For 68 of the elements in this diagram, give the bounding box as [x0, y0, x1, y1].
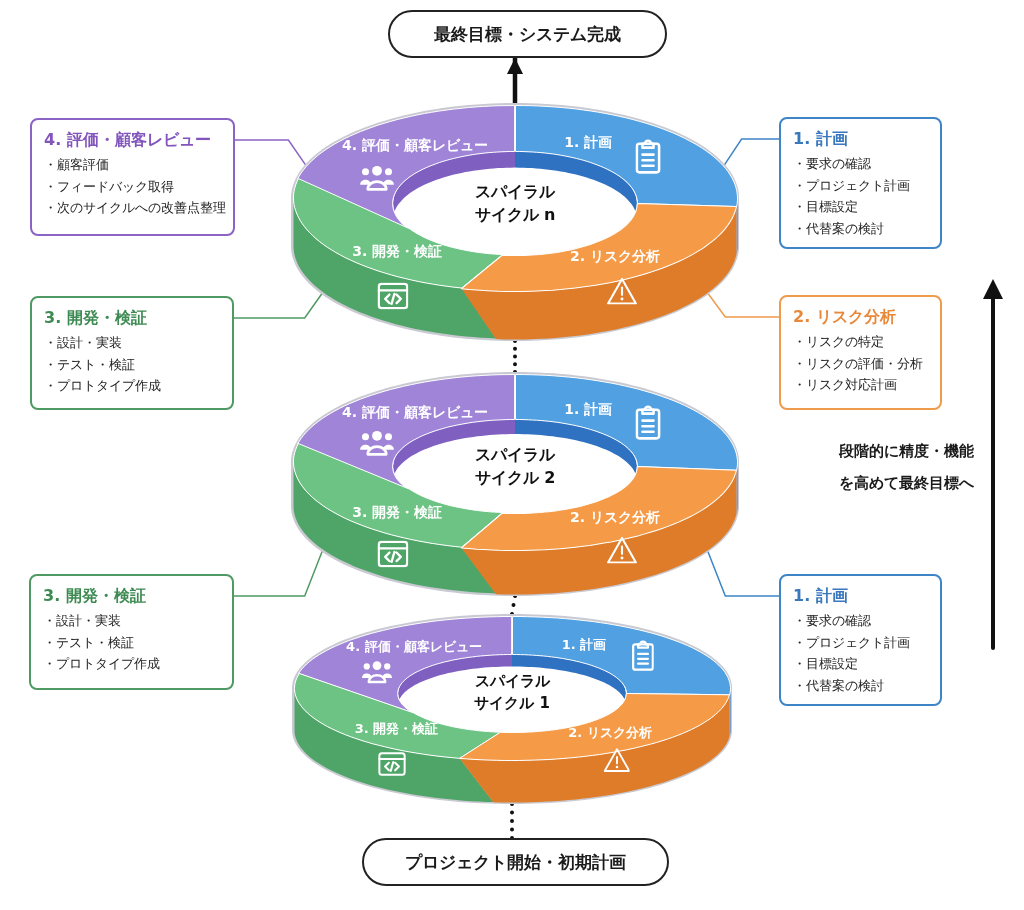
ring-label: スパイラルサイクル 1: [473, 671, 551, 714]
callout-box: [30, 296, 234, 410]
bullet-item: ・要求の確認: [793, 155, 872, 173]
bullet-item: ・プロジェクト計画: [793, 176, 911, 195]
terminal-box: [388, 10, 667, 58]
ring-label: スパイラルサイクル n: [473, 180, 557, 226]
callout-heading: 1. 計画: [793, 128, 849, 149]
bullet-item: ・代替案の検討: [793, 219, 885, 238]
bullet-item: ・プロトタイプ作成: [44, 377, 162, 395]
leader-line: [706, 549, 780, 597]
bullet-item: ・要求の確認: [793, 612, 872, 630]
ring-segment: [458, 692, 730, 803]
terminal-label: 最終目標・システム完成: [434, 22, 621, 46]
ring-segment: [460, 202, 737, 340]
bullet-item: ・リスク対応計画: [793, 376, 898, 394]
bullet-item: ・フィードバック取得: [44, 177, 175, 196]
ring-segment: [460, 465, 737, 595]
spiral-ring: [290, 371, 740, 597]
segment-label: 4. 評価・顧客レビュー: [342, 403, 489, 421]
callout-heading: 4. 評価・顧客レビュー: [44, 129, 212, 150]
leader-line: [722, 138, 780, 167]
bullet-item: ・リスクの特定: [793, 333, 885, 351]
bullet-item: ・次のサイクルへの改善点整理: [44, 199, 225, 217]
segment-label: 2. リスク分析: [569, 247, 660, 265]
bullet-item: ・目標設定: [793, 655, 859, 673]
bullet-item: ・設計・実装: [43, 612, 122, 630]
arrow: [506, 58, 524, 103]
bullet-item: ・テスト・検証: [43, 633, 135, 652]
segment-label: 3. 開発・検証: [352, 503, 443, 521]
spiral-ring: [291, 613, 733, 805]
segment-label: 1. 計画: [564, 133, 613, 151]
leader-line: [706, 291, 780, 318]
ring-label: スパイラルサイクル 2: [473, 443, 557, 489]
callout-heading: 1. 計画: [793, 585, 849, 606]
leader-line: [234, 139, 308, 167]
segment-label: 2. リスク分析: [568, 724, 652, 741]
bullet-item: ・代替案の検討: [793, 676, 885, 695]
bullet-item: ・顧客評価: [44, 156, 110, 174]
segment-label: 3. 開発・検証: [352, 242, 443, 260]
leader-line: [233, 549, 324, 597]
terminal-label: プロジェクト開始・初期計画: [405, 850, 626, 874]
callout-box: [779, 117, 942, 249]
segment-label: 2. リスク分析: [569, 508, 660, 525]
segment-label: 4. 評価・顧客レビュー: [342, 136, 489, 154]
bullet-item: ・プロトタイプ作成: [43, 655, 161, 673]
callout-heading: 3. 開発・検証: [44, 307, 148, 328]
callout-heading: 3. 開発・検証: [43, 585, 147, 606]
segment-label: 4. 評価・顧客レビュー: [346, 639, 482, 655]
dotted-line: [510, 802, 514, 840]
dotted-line: [510, 594, 517, 616]
bullet-item: ・プロジェクト計画: [793, 633, 911, 652]
segment-label: 1. 計画: [564, 400, 613, 418]
leader-line: [233, 291, 324, 319]
bullet-item: ・目標設定: [793, 198, 859, 216]
callout-box: [29, 574, 234, 690]
dotted-line: [513, 339, 517, 374]
callout-box: [779, 574, 942, 706]
annotation-text: 段階的に精度・機能を高めて最終目標へ: [837, 441, 975, 494]
bullet-item: ・設計・実装: [44, 334, 123, 352]
bullet-item: ・テスト・検証: [44, 355, 136, 374]
segment-label: 3. 開発・検証: [354, 721, 439, 737]
callout-heading: 2. リスク分析: [793, 306, 897, 327]
callout-box: [30, 118, 235, 236]
callout-box: [779, 295, 942, 410]
segment-label: 1. 計画: [561, 637, 607, 653]
bullet-item: ・リスクの評価・分析: [793, 354, 924, 373]
terminal-box: [362, 838, 669, 886]
spiral-ring: [290, 102, 740, 342]
